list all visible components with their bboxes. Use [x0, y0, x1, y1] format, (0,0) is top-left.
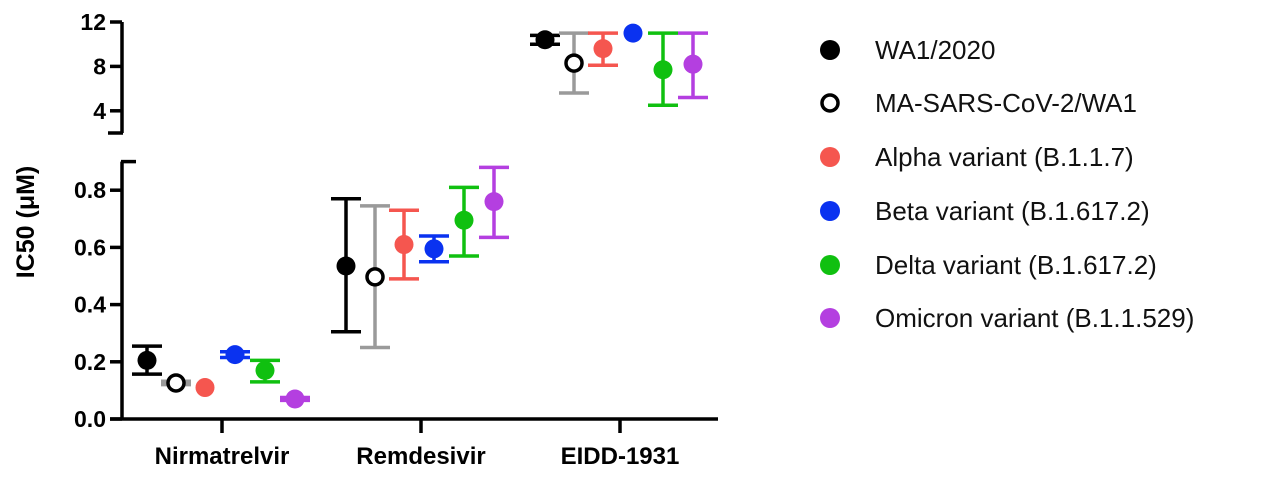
legend-label: Omicron variant (B.1.1.529) — [875, 303, 1194, 333]
filled-circle-marker — [535, 30, 555, 50]
legend-item: WA1/2020 — [820, 35, 995, 65]
filled-circle-marker — [484, 192, 504, 212]
filled-circle-marker — [454, 210, 474, 230]
y-tick-label: 8 — [93, 53, 106, 79]
series-ma-sars-cov-2-wa1 — [161, 31, 589, 393]
x-category-label: Nirmatrelvir — [155, 443, 290, 470]
open-circle-marker — [564, 53, 584, 73]
filled-circle-marker — [394, 235, 414, 255]
legend-label: MA-SARS-CoV-2/WA1 — [875, 88, 1137, 118]
series-omicron-variant-b-1-1-529- — [280, 31, 708, 409]
x-category-label: Remdesivir — [356, 443, 485, 470]
legend-label: WA1/2020 — [875, 35, 995, 65]
legend-item: Delta variant (B.1.617.2) — [820, 250, 1157, 280]
y-tick-label: 12 — [80, 9, 106, 35]
series-beta-variant-b-1-617-2- — [220, 23, 643, 365]
legend-filled-circle-icon — [820, 147, 840, 167]
y-tick-label: 0.0 — [74, 406, 106, 432]
filled-circle-marker — [424, 239, 444, 259]
legend-label: Beta variant (B.1.617.2) — [875, 196, 1150, 226]
x-category-label: EIDD-1931 — [561, 443, 680, 470]
filled-circle-marker — [593, 39, 613, 59]
filled-circle-marker — [653, 60, 673, 80]
legend-label: Delta variant (B.1.617.2) — [875, 250, 1157, 280]
legend-item: Omicron variant (B.1.1.529) — [820, 303, 1194, 333]
y-tick-label: 0.8 — [74, 177, 106, 203]
series-delta-variant-b-1-617-2- — [250, 31, 678, 384]
legend-item: MA-SARS-CoV-2/WA1 — [820, 88, 1137, 118]
y-tick-label: 0.2 — [74, 349, 106, 375]
legend-item: Alpha variant (B.1.1.7) — [820, 142, 1134, 172]
y-tick-label: 0.6 — [74, 234, 106, 260]
series-alpha-variant-b-1-1-7- — [195, 31, 618, 398]
filled-circle-marker — [285, 389, 305, 409]
filled-circle-marker — [336, 256, 356, 276]
filled-circle-marker — [255, 360, 275, 380]
filled-circle-marker — [195, 378, 215, 398]
filled-circle-marker — [623, 23, 643, 43]
legend-open-circle-icon — [820, 93, 840, 113]
open-circle-marker — [166, 373, 186, 393]
legend-filled-circle-icon — [820, 255, 840, 275]
series-wa1-2020 — [132, 30, 560, 376]
filled-circle-marker — [683, 54, 703, 74]
open-circle-marker — [365, 267, 385, 287]
legend-filled-circle-icon — [820, 201, 840, 221]
filled-circle-marker — [225, 345, 245, 365]
legend-filled-circle-icon — [820, 308, 840, 328]
legend-label: Alpha variant (B.1.1.7) — [875, 142, 1134, 172]
y-tick-label: 4 — [93, 98, 106, 124]
legend-item: Beta variant (B.1.617.2) — [820, 196, 1150, 226]
y-tick-label: 0.4 — [74, 292, 106, 318]
legend-filled-circle-icon — [820, 40, 840, 60]
filled-circle-marker — [137, 350, 157, 370]
y-axis-title: IC50 (μM) — [12, 166, 40, 279]
data-points — [132, 23, 708, 409]
